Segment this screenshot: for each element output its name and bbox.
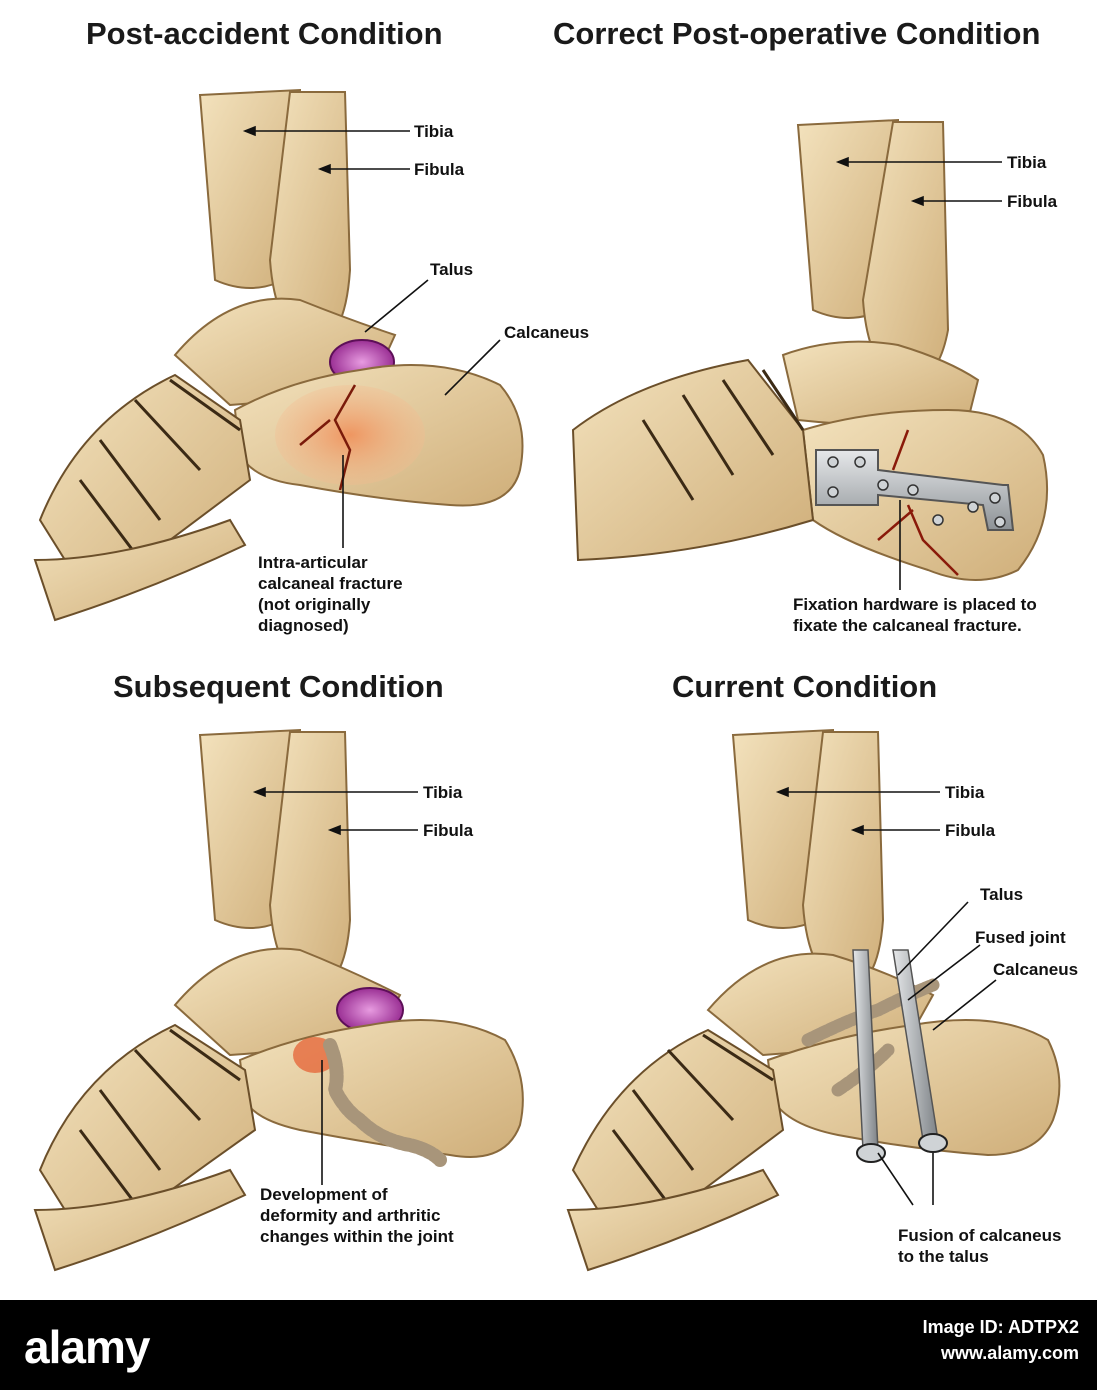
label-talus: Talus	[980, 885, 1024, 904]
label-fused-joint: Fused joint	[975, 928, 1066, 947]
note-line: calcaneal fracture	[258, 574, 403, 593]
panel-post-operative: Correct Post-operative Condition Tibia F…	[548, 0, 1096, 650]
site-url: www.alamy.com	[940, 1343, 1079, 1363]
label-tibia: Tibia	[945, 783, 985, 802]
ankle-illustration	[33, 728, 524, 1272]
arthritic-changes	[323, 1038, 447, 1167]
image-id-block: Image ID: ADTPX2 www.alamy.com	[923, 1314, 1079, 1366]
alamy-logo: alamy	[24, 1321, 150, 1373]
panel-title: Current Condition	[672, 669, 938, 704]
label-calcaneus: Calcaneus	[993, 960, 1079, 979]
metatarsals	[33, 1168, 247, 1272]
label-tibia: Tibia	[1007, 153, 1047, 172]
ankle-illustration	[566, 728, 1061, 1272]
metatarsals	[566, 1168, 780, 1272]
note-line: Development of	[260, 1185, 388, 1204]
midfoot-bones	[571, 358, 815, 562]
joint-lines	[78, 378, 241, 561]
panel-subsequent: Subsequent Condition Tibia Fibula Develo…	[0, 650, 548, 1300]
note-line: Fusion of calcaneus	[898, 1226, 1062, 1245]
label-calcaneus: Calcaneus	[504, 323, 590, 342]
label-fibula: Fibula	[423, 821, 474, 840]
fracture-line	[299, 384, 357, 491]
note-line: (not originally	[258, 595, 371, 614]
fusion-screws	[852, 949, 948, 1163]
image-id: Image ID: ADTPX2	[922, 1317, 1079, 1337]
label-fibula: Fibula	[945, 821, 996, 840]
panel-title: Subsequent Condition	[113, 669, 444, 704]
metatarsals	[33, 518, 247, 622]
note-line: changes within the joint	[260, 1227, 454, 1246]
ankle-illustration	[33, 88, 524, 622]
watermark-footer: alamy Image ID: ADTPX2 www.alamy.com	[0, 1300, 1097, 1390]
panel-title: Correct Post-operative Condition	[553, 16, 1041, 51]
plate-screws	[827, 456, 1006, 528]
label-tibia: Tibia	[414, 122, 454, 141]
note-line: deformity and arthritic	[260, 1206, 441, 1225]
joint-lines	[641, 369, 805, 501]
joint-lines	[611, 1033, 774, 1211]
fracture-line	[877, 429, 959, 576]
label-fibula: Fibula	[1007, 192, 1058, 211]
label-tibia: Tibia	[423, 783, 463, 802]
ankle-illustration	[571, 118, 1049, 590]
note-line: Intra-articular	[258, 553, 368, 572]
label-fibula: Fibula	[414, 160, 465, 179]
note-line: Fixation hardware is placed to	[793, 595, 1037, 614]
panel-post-accident: Post-accident Condition Tibia Fibula Tal…	[0, 0, 589, 650]
panel-title: Post-accident Condition	[86, 16, 443, 51]
fracture-zone	[275, 385, 425, 485]
label-talus: Talus	[430, 260, 474, 279]
joint-lines	[78, 1028, 241, 1211]
note-line: to the talus	[898, 1247, 989, 1266]
note-line: fixate the calcaneal fracture.	[793, 616, 1022, 635]
note-line: diagnosed)	[258, 616, 349, 635]
panel-current: Current Condition Tibia Fibula Talus Fus…	[548, 650, 1096, 1300]
